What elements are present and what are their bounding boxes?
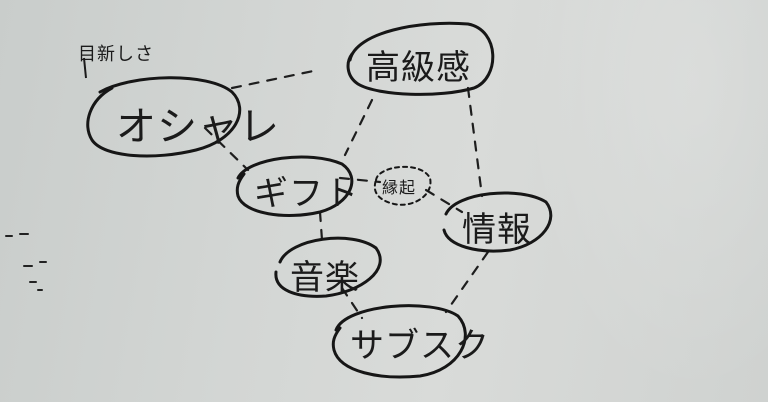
- connector-engi-jouhou: [424, 188, 464, 214]
- node-label-oshare: オシャレ: [116, 104, 280, 150]
- node-label-koukyuukan: 高級感: [366, 48, 471, 88]
- subscription-outline: [331, 304, 467, 379]
- node-label-subscription: サブスク: [350, 326, 490, 366]
- connector-gift-ongaku: [318, 210, 324, 242]
- ongaku-outline: [274, 236, 382, 298]
- annotation-underline: [83, 57, 87, 79]
- connector-koukyuukan-gift: [343, 98, 374, 157]
- engi-outline: [373, 165, 432, 206]
- connector-gift-engi: [338, 176, 382, 184]
- koukyuukan-outline: [346, 21, 495, 96]
- node-label-jouhou: 情報: [462, 210, 532, 250]
- oshare-outline: [86, 76, 242, 158]
- jouhou-outline: [442, 191, 553, 253]
- connector-oshare-gift: [203, 126, 250, 172]
- node-label-gift: ギフト: [254, 174, 359, 214]
- annotation-label: 目新しさ: [78, 44, 154, 65]
- connector-oshare-koukyuukan: [230, 68, 320, 90]
- node-label-ongaku: 音楽: [290, 258, 360, 298]
- connector-koukyuukan-jouhou: [466, 86, 484, 198]
- stray-marks: [5, 233, 47, 291]
- gift-outline: [235, 155, 354, 217]
- node-label-engi: 縁起: [382, 178, 417, 197]
- connector-jouhou-subscription: [444, 250, 490, 314]
